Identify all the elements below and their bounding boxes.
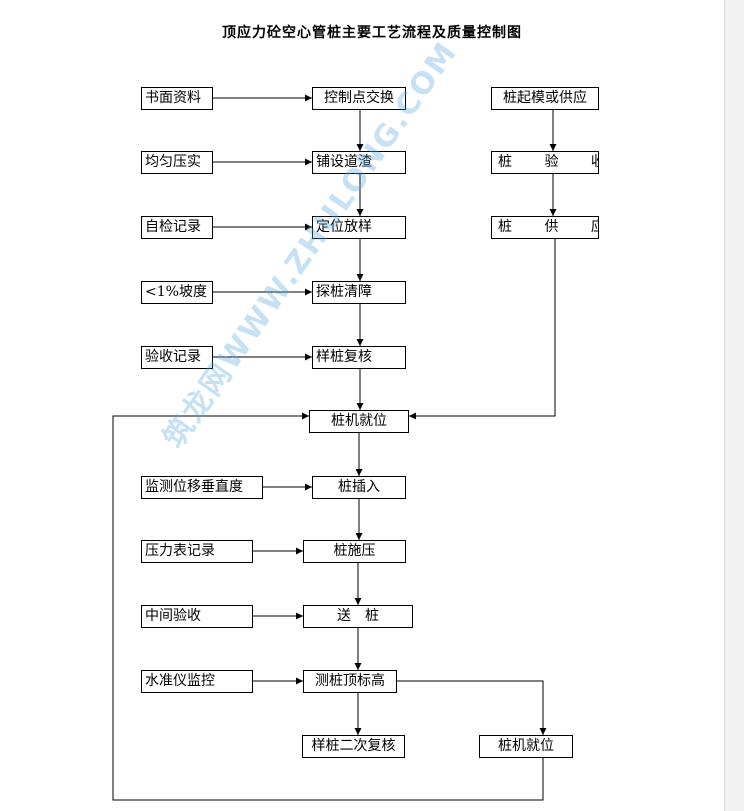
supply-pile-acceptance: 桩 验 收 — [491, 151, 599, 174]
arrow-supply-to-driver — [409, 239, 556, 420]
step-pile-follow-driving: 送 桩 — [303, 605, 413, 628]
step-probe-clear-obstacles: 探桩清障 — [312, 281, 406, 304]
control-slope: <1%坡度 — [141, 281, 213, 304]
step-pile-pressing: 桩施压 — [303, 540, 406, 563]
step-pile-position-recheck: 样桩复核 — [312, 346, 406, 369]
step-pile-insertion: 桩插入 — [312, 476, 406, 499]
control-written-materials: 书面资料 — [141, 87, 213, 110]
end-pile-driver-positioning: 桩机就位 — [479, 735, 573, 758]
control-self-check-record: 自检记录 — [141, 216, 213, 239]
step-pile-driver-positioning: 桩机就位 — [309, 410, 409, 433]
arrow-to-end-box — [397, 680, 547, 735]
control-uniform-compaction: 均匀压实 — [141, 151, 213, 174]
supply-pile-demolding: 桩起模或供应 — [491, 87, 599, 110]
control-level-monitoring: 水准仪监控 — [141, 670, 253, 693]
control-acceptance-record: 验收记录 — [141, 346, 213, 369]
step-control-point-handover: 控制点交换 — [312, 87, 406, 110]
control-displacement-verticality: 监测位移垂直度 — [141, 476, 263, 499]
step-measure-pile-top-elevation: 测桩顶标高 — [303, 670, 397, 693]
diagram-title: 顶应力砼空心管桩主要工艺流程及质量控制图 — [222, 25, 522, 41]
control-pressure-gauge-record: 压力表记录 — [141, 540, 253, 563]
control-intermediate-acceptance: 中间验收 — [141, 605, 253, 628]
arrow-loop-back — [112, 412, 544, 801]
step-second-recheck: 样桩二次复核 — [302, 735, 405, 758]
supply-pile-supply: 桩 供 应 — [491, 216, 599, 239]
step-lay-ballast: 铺设道渣 — [312, 151, 406, 174]
step-positioning-layout: 定位放样 — [312, 216, 406, 239]
